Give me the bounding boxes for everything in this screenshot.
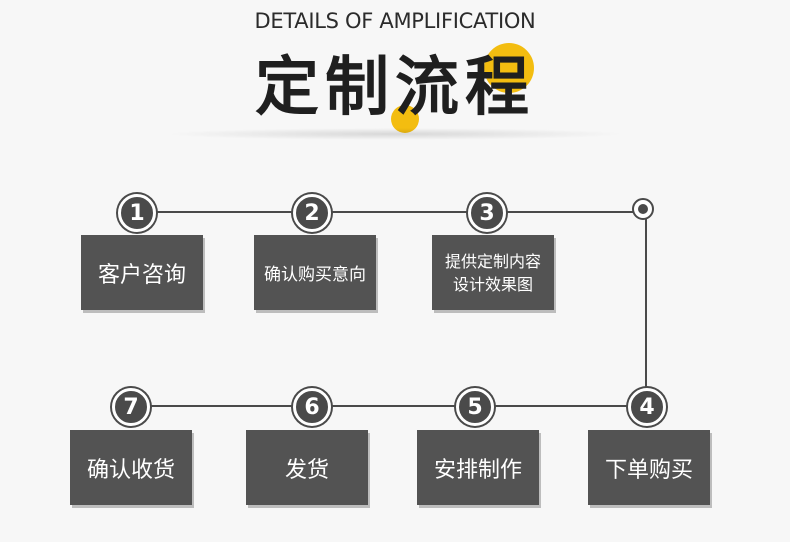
step-5-box: 安排制作 bbox=[417, 430, 539, 505]
step-6-number: 6 bbox=[293, 388, 331, 426]
step-3-number: 3 bbox=[468, 194, 506, 232]
step-1-number: 1 bbox=[118, 194, 156, 232]
decorative-yellow-circle bbox=[484, 43, 534, 93]
step-7-number: 7 bbox=[112, 388, 150, 426]
step-4-number: 4 bbox=[628, 388, 666, 426]
step-4-label: 下单购买 bbox=[604, 457, 693, 483]
flow-start-node bbox=[632, 198, 654, 220]
step-7-box: 确认收货 bbox=[70, 430, 192, 505]
page-title: 定制流程 bbox=[255, 51, 535, 125]
step-3-box: 提供定制内容 设计效果图 bbox=[432, 235, 554, 310]
step-2-box: 确认购买意向 bbox=[254, 235, 376, 310]
step-2-number: 2 bbox=[293, 194, 331, 232]
step-5-number: 5 bbox=[456, 388, 494, 426]
title-shadow bbox=[165, 128, 625, 140]
step-6-box: 发货 bbox=[246, 430, 368, 505]
step-1-box: 客户咨询 bbox=[81, 235, 203, 310]
step-3-label-line1: 提供定制内容 bbox=[444, 251, 541, 271]
decorative-yellow-dot bbox=[391, 105, 419, 133]
step-1-label: 客户咨询 bbox=[97, 262, 186, 288]
subtitle: DETAILS OF AMPLIFICATION bbox=[254, 9, 536, 33]
step-2-label: 确认购买意向 bbox=[264, 265, 366, 285]
step-3-label-line2: 设计效果图 bbox=[452, 274, 533, 294]
step-6-label: 发货 bbox=[284, 457, 329, 483]
step-4-box: 下单购买 bbox=[588, 430, 710, 505]
step-7-label: 确认收货 bbox=[86, 457, 175, 483]
step-5-label: 安排制作 bbox=[433, 457, 522, 483]
